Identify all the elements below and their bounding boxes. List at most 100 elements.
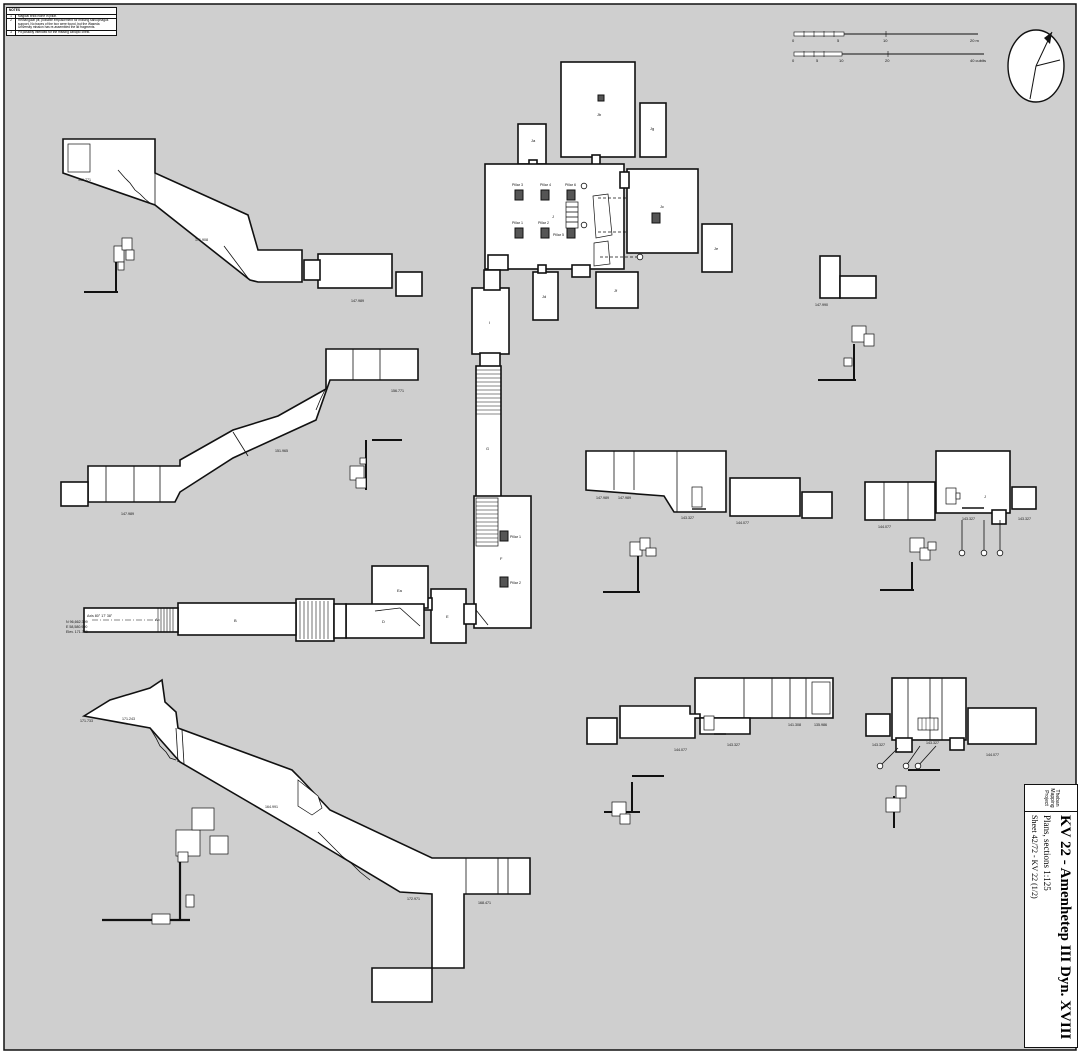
key-plan-2 [349, 439, 402, 490]
sec7-elev-d: 172.971 [407, 897, 420, 901]
sec5-elev-c: 141.308 [788, 723, 801, 727]
sec4-elev-c: 143.327 [1018, 517, 1031, 521]
room-je-label: Je [714, 246, 719, 251]
pillar-4-label: Pillar 4 [540, 183, 551, 187]
sec2-elev-b: 151.965 [275, 449, 288, 453]
pillar-2-label: Pillar 2 [538, 221, 549, 225]
room-ja [517, 123, 547, 165]
room-je [701, 223, 733, 273]
section-4: J 144.077 143.327 143.327 [864, 450, 1037, 591]
sec7-elev-c: 164.991 [265, 805, 278, 809]
key-plan-7 [102, 807, 229, 925]
room-b [177, 602, 297, 636]
key-plan-6 [885, 769, 940, 828]
sec5-elev-b: 143.327 [727, 743, 740, 747]
key-plan-5 [604, 775, 664, 825]
sec6-elev-a: 143.327 [872, 743, 885, 747]
sec7-elev-e: 168.471 [478, 901, 491, 905]
room-d-label: D [382, 619, 385, 624]
notes-title: NOTES [7, 8, 116, 15]
scale-m-0: 0 [792, 38, 795, 43]
axis-north: N 96,662.399 [66, 620, 88, 624]
title-block: Theban Mapping Project KV 22 - Amenhetep… [1024, 784, 1078, 1048]
section-6: 143.327 143.327 144.077 [865, 677, 1037, 828]
section-7: 171.733 171.243 164.991 172.971 168.471 [80, 678, 531, 1003]
room-jg [639, 102, 667, 158]
room-jg-label: Jg [650, 126, 654, 131]
logo-text: Theban Mapping Project [1043, 788, 1060, 808]
pillar-6-label: Pillar 6 [565, 183, 576, 187]
axis-label: Axis 80° 17' 38" [87, 614, 113, 618]
sec4-elev-b: 143.327 [962, 517, 975, 521]
pillar-1-label: Pillar 1 [512, 221, 523, 225]
room-i-label: I [489, 320, 490, 325]
sec8-elev: 147.990 [815, 303, 828, 307]
room-jf-label: Jf [614, 288, 618, 293]
scale-m-20: 20 m [970, 38, 980, 43]
sec3-elev-b: 147.989 [618, 496, 631, 500]
room-jb [560, 61, 636, 158]
room-a-label: A [155, 617, 158, 622]
room-ja-label: Ja [531, 138, 536, 143]
f-pillar-2-label: Pillar 2 [510, 581, 521, 585]
sec5-elev-a: 144.077 [674, 748, 687, 752]
scale-c-20: 20 [885, 58, 890, 63]
sec2-elev-a: 156.771 [391, 389, 404, 393]
room-jd-label: Jd [542, 294, 546, 299]
note-number: 2 [7, 18, 16, 30]
note-row: 1 Magical brick niche in pillar. [7, 14, 116, 20]
note-number: 3 [7, 30, 16, 35]
sec3-elev-c: 143.327 [681, 516, 694, 520]
room-jb-label: Jb [597, 112, 602, 117]
room-e-label: E [446, 614, 449, 619]
pillar-5-label: Pillar 5 [553, 233, 564, 237]
scale-m-5: 5 [837, 38, 840, 43]
tmp-logo-icon: Theban Mapping Project [1025, 785, 1077, 812]
room-jc-label: Jc [660, 204, 664, 209]
room-i [471, 287, 510, 355]
section-5: 144.077 143.327 141.308 135.986 [586, 677, 834, 825]
room-e [430, 588, 467, 644]
axis-east: E 58,580.990 [66, 625, 87, 629]
scale-bars: 0 5 10 20 m 0 5 10 20 40 cubits [792, 31, 986, 63]
sec6-elev-c: 144.077 [986, 753, 999, 757]
note-number: 1 [7, 14, 16, 19]
room-f-label: F [500, 556, 503, 561]
sec7-elev-b: 171.243 [122, 717, 135, 721]
room-ea-label: Ea [397, 588, 403, 593]
section-2: 156.771 151.965 147.989 [60, 348, 419, 516]
room-d [345, 603, 425, 639]
room-ea [371, 565, 429, 609]
title-block-rotated: Theban Mapping Project KV 22 - Amenhetep… [1025, 785, 1077, 1047]
sheet-title: KV 22 - Amenhetep III Dyn. XVIII [1057, 815, 1073, 1040]
f-pillar-1-label: Pillar 1 [510, 535, 521, 539]
room-j-label: J [552, 214, 554, 219]
sec4-room-j: J [984, 494, 986, 499]
note-row: 3 Pit possibly intended for the missing … [7, 30, 116, 35]
section-8: 147.990 [815, 255, 877, 381]
scale-c-5: 5 [816, 58, 819, 63]
section-3: 147.989 147.989 143.327 144.077 [585, 450, 833, 593]
scale-c-10: 10 [839, 58, 844, 63]
pillar-3-label: Pillar 3 [512, 183, 523, 187]
room-g-label: G [486, 446, 489, 451]
axis-elev: Elev. 171.740 [66, 630, 88, 634]
sec1-elev-c: 147.989 [351, 299, 364, 303]
title-block-main: KV 22 - Amenhetep III Dyn. XVIII Plans, … [1042, 815, 1073, 1039]
sec1-elev-a: 156.771 [78, 178, 91, 182]
sec1-elev-b: 171.908 [195, 238, 208, 242]
key-plan-8 [818, 325, 875, 381]
sheet-subtitle: Plans, sections 1:125 [1042, 815, 1052, 891]
key-plan-1 [84, 237, 135, 293]
scale-c-40: 40 cubits [970, 58, 986, 63]
note-row: 2 Rectangular pit; possible emplacement … [7, 18, 116, 31]
sheet-number: Sheet 42/72 - KV 22 (1/2) [1030, 815, 1039, 899]
room-b-label: B [234, 618, 237, 623]
sec7-elev-a: 171.733 [80, 719, 93, 723]
room-jc [626, 168, 699, 254]
note-text: Rectangular pit; possible emplacement fo… [18, 18, 109, 30]
scale-m-10: 10 [883, 38, 888, 43]
sec3-elev-d: 144.077 [736, 521, 749, 525]
